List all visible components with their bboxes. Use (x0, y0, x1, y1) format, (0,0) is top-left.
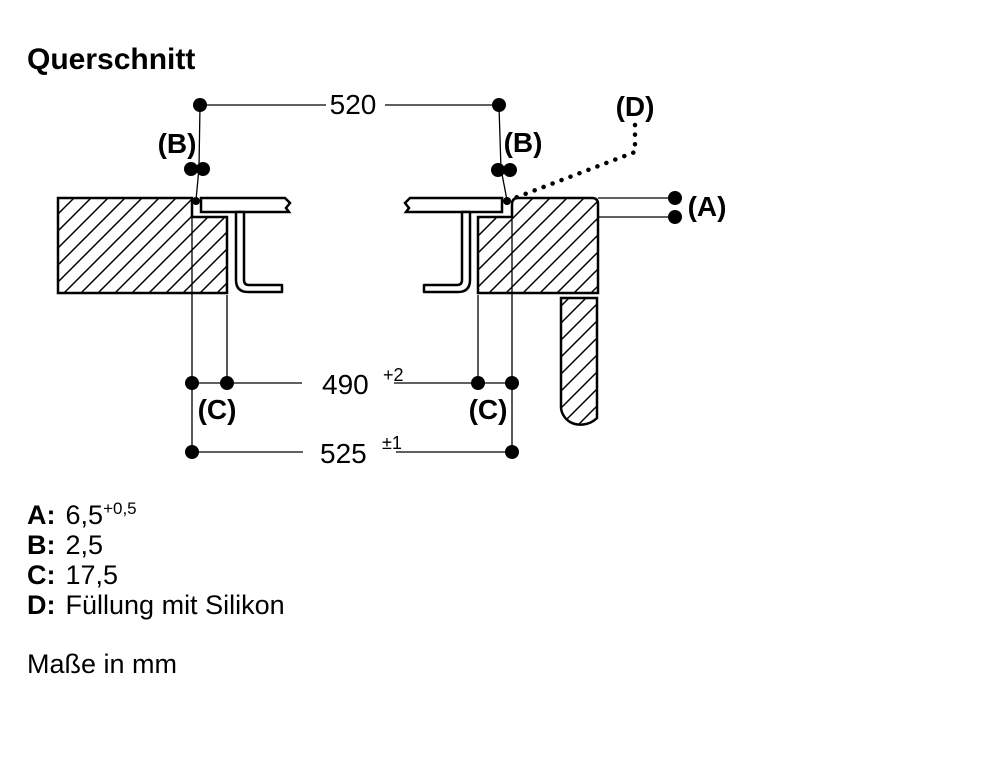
dot-b-left-2 (196, 162, 210, 176)
silicone-leader-dotted-line (509, 122, 638, 202)
dot-490-outer-right (505, 376, 519, 390)
units-note: Maße in mm (27, 649, 178, 679)
legend-key-c: C: (27, 560, 56, 590)
joint-dot-right (503, 197, 511, 205)
dot-a-top (668, 191, 682, 205)
legend-row-a: A: 6,5+0,5 (27, 500, 285, 530)
dim-525-tolerance: ±1 (382, 433, 402, 453)
dim-525-value: 525 (320, 438, 367, 469)
hob-glass-right (403, 196, 504, 214)
legend-key-b: B: (27, 530, 56, 560)
dim-490-tolerance: +2 (383, 365, 404, 385)
legend-key-a: A: (27, 500, 56, 530)
legend-value-c: 17,5 (65, 560, 119, 590)
joint-dot-left (192, 197, 200, 205)
dot-b-left-1 (184, 162, 198, 176)
dot-490-inner-left (220, 376, 234, 390)
cross-section-diagram: 520 490 +2 525 ±1 (B) (B) (D) (A) (C) (C… (56, 89, 727, 469)
callout-d: (D) (616, 91, 655, 122)
dim-520-value: 520 (330, 89, 377, 120)
legend-value-b: 2,5 (65, 530, 104, 560)
countertop-left-section (56, 196, 229, 295)
legend-value-d: Füllung mit Silikon (65, 590, 285, 620)
dot-490-inner-right (471, 376, 485, 390)
callout-c-right: (C) (469, 394, 508, 425)
extension-lines (191, 218, 513, 452)
dot-a-bottom (668, 210, 682, 224)
legend-row-d: D: Füllung mit Silikon (27, 590, 285, 620)
callout-a: (A) (688, 191, 727, 222)
dimension-dots (184, 98, 682, 459)
dot-520-right (492, 98, 506, 112)
dot-b-right-2 (503, 163, 517, 177)
dot-490-outer-left (185, 376, 199, 390)
legend-value-a: 6,5 (65, 500, 104, 530)
page-title: Querschnitt (27, 43, 196, 76)
dot-525-right (505, 445, 519, 459)
dot-520-left (193, 98, 207, 112)
hob-glass-left (199, 196, 292, 214)
legend-sup-a: +0,5 (103, 499, 137, 518)
callout-b-right: (B) (504, 127, 543, 158)
dim-490-value: 490 (322, 369, 369, 400)
cabinet-panel-section (559, 296, 599, 426)
hob-profile-right (422, 210, 472, 294)
dot-525-left (185, 445, 199, 459)
hob-profile-left (234, 210, 284, 294)
legend-row-c: C: 17,5 (27, 560, 285, 590)
dim-b-vertical-left (195, 105, 201, 201)
legend-row-b: B: 2,5 (27, 530, 285, 560)
legend-key-d: D: (27, 590, 56, 620)
callout-b-left: (B) (158, 128, 197, 159)
legend: A: 6,5+0,5 B: 2,5 C: 17,5 D: Füllung mit… (27, 500, 285, 620)
callout-c-left: (C) (198, 394, 237, 425)
countertop-right-section (476, 196, 600, 295)
dot-b-right-1 (491, 163, 505, 177)
